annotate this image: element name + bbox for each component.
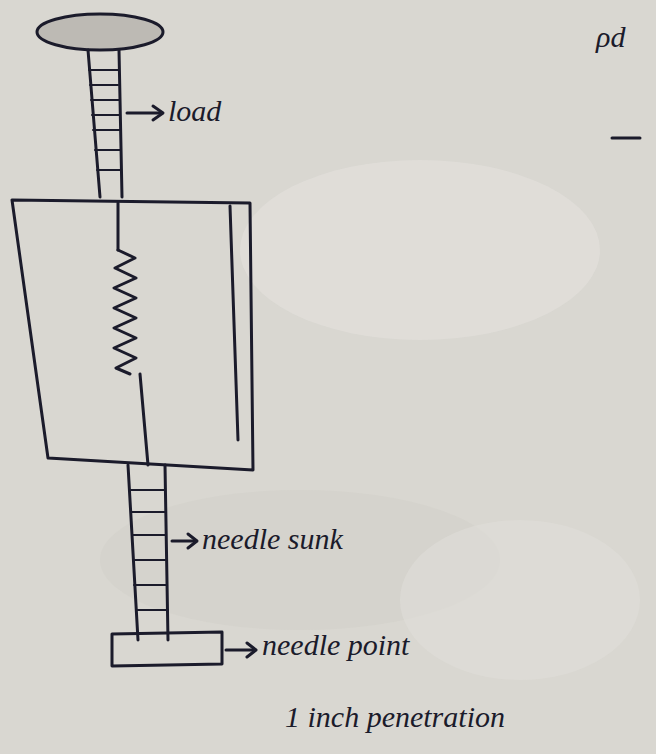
note-text: 1 inch penetration: [285, 700, 505, 733]
part-label: needle point: [262, 628, 409, 661]
symbol-label: ρd: [596, 20, 625, 53]
part-label: needle sunk: [202, 522, 343, 555]
part-label: load: [168, 94, 221, 127]
